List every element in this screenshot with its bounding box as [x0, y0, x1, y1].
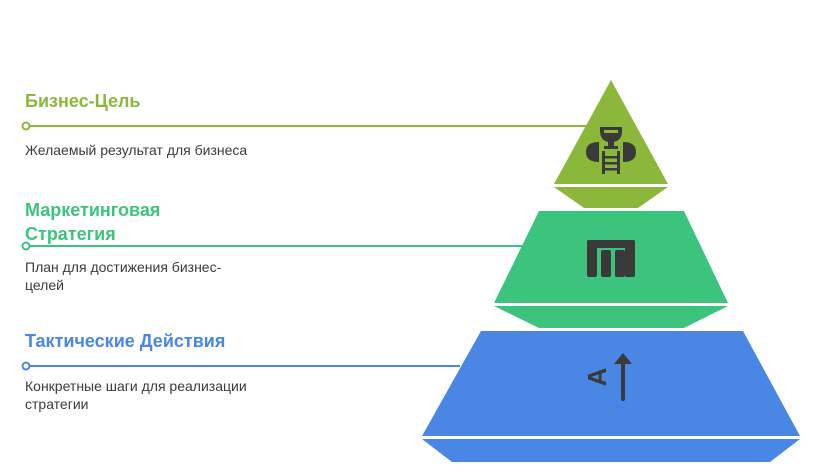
level-1-label: Бизнес-Цель — [25, 89, 140, 113]
level-2-label: Маркетинговая Стратегия — [25, 198, 160, 246]
level-2-title-line2: Стратегия — [25, 224, 116, 244]
level-3-description-line2: стратегии — [25, 396, 89, 412]
level-3-title: Тактические Действия — [25, 331, 226, 351]
columns-icon — [587, 240, 635, 277]
connector-line-3 — [21, 361, 460, 371]
level-3-description-block: Конкретные шаги для реализации стратегии — [25, 377, 247, 413]
level-2-title-line1: Маркетинговая — [25, 200, 161, 220]
level-3-label: Тактические Действия — [25, 329, 225, 353]
level-1-title: Бизнес-Цель — [25, 91, 141, 111]
connector-line-1 — [21, 121, 590, 131]
level-2-description-line2: целей — [25, 277, 64, 293]
level-1-description-block: Желаемый результат для бизнеса — [25, 141, 247, 159]
level-1-description: Желаемый результат для бизнеса — [25, 142, 248, 158]
level-2-description-line1: План для достижения бизнес- — [25, 259, 222, 275]
level-2-description-block: План для достижения бизнес- целей — [25, 258, 221, 294]
trophy-ladder-icon — [586, 127, 636, 174]
connector-line-2 — [21, 241, 524, 251]
svg-text:A: A — [582, 367, 612, 386]
pyramid-level-3 — [422, 331, 800, 462]
level-3-description-line1: Конкретные шаги для реализации — [25, 378, 247, 394]
letter-a-arrow-icon: A — [582, 353, 632, 401]
